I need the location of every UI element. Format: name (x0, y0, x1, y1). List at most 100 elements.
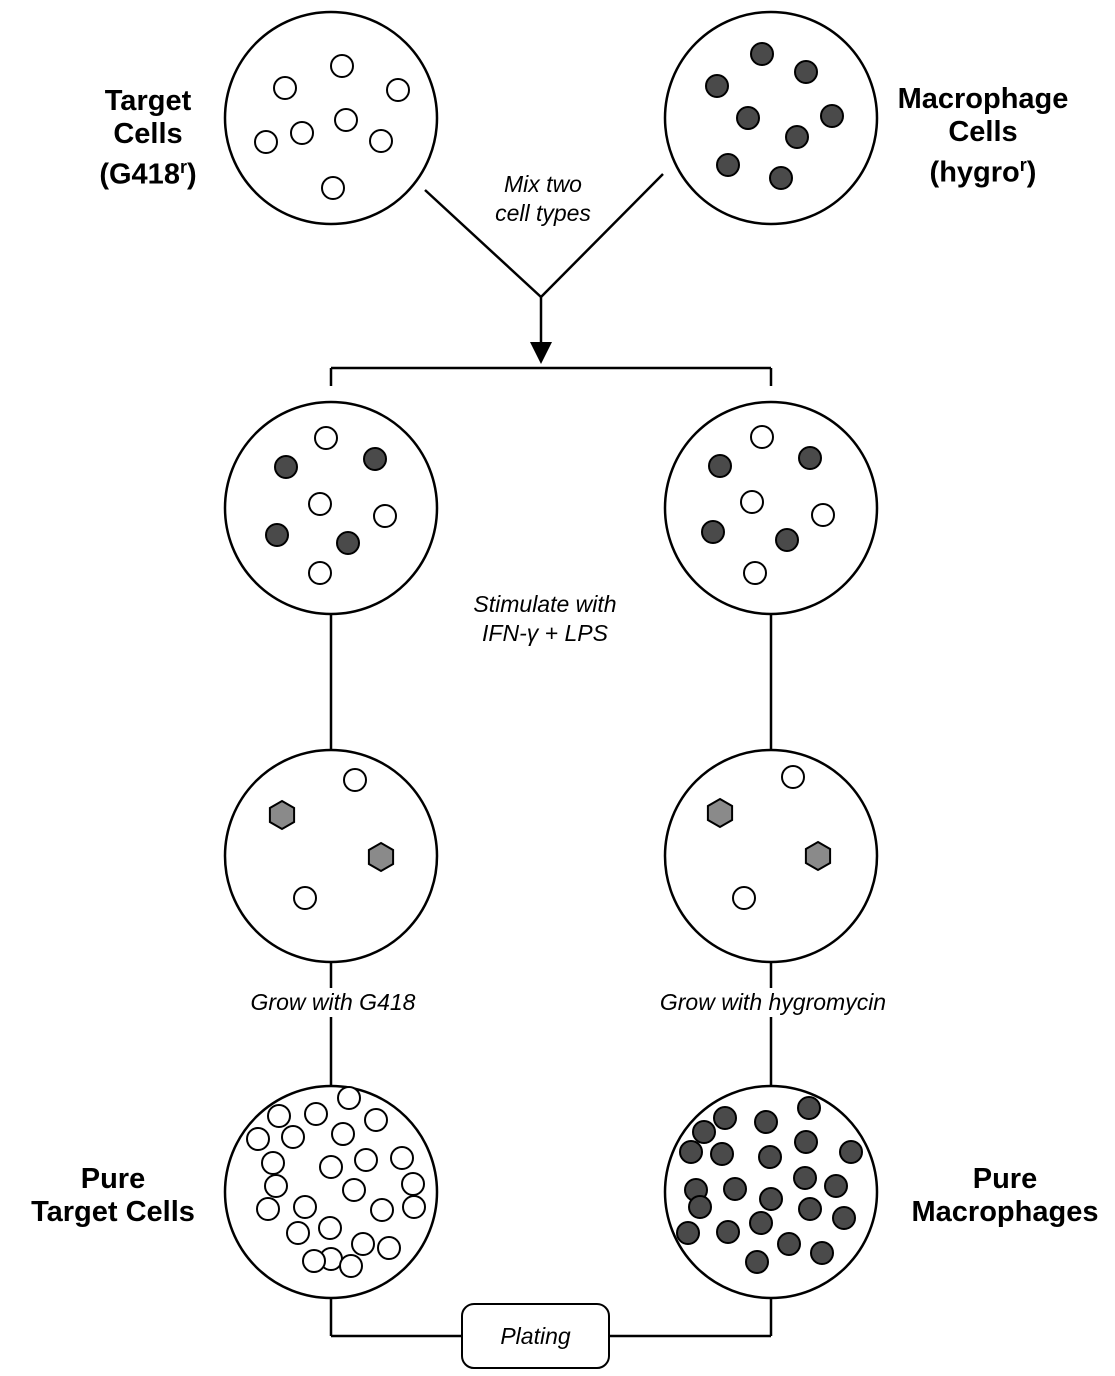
macrophage-cell-icon (677, 1222, 699, 1244)
grow-g418-caption: Grow with G418 (213, 988, 453, 1017)
target-cell-icon (303, 1250, 325, 1272)
target-cell-icon (287, 1222, 309, 1244)
macrophage-cell-icon (795, 61, 817, 83)
activated-macrophage-icon (369, 843, 393, 871)
macrophage-cell-icon (275, 456, 297, 478)
macrophage-cell-icon (751, 43, 773, 65)
grow-hygromycin-caption: Grow with hygromycin (623, 988, 923, 1017)
target-cell-icon (751, 426, 773, 448)
target-cell-icon (338, 1087, 360, 1109)
macrophage-cell-icon (795, 1131, 817, 1153)
target-cell-icon (741, 491, 763, 513)
macrophage-cell-icon (693, 1121, 715, 1143)
pure-target-cells-label: Pure Target Cells (8, 1163, 218, 1229)
target-cell-icon (294, 1196, 316, 1218)
target-cell-icon (402, 1173, 424, 1195)
activated-macrophage-icon (270, 801, 294, 829)
mix-caption: Mix two cell types (453, 170, 633, 228)
macrophage-cells-dish (665, 12, 877, 224)
target-cell-icon (355, 1149, 377, 1171)
target-cells-label: Target Cells (G418r) (68, 85, 228, 192)
target-cell-icon (247, 1128, 269, 1150)
macrophage-cell-icon (709, 455, 731, 477)
target-cell-icon (320, 1156, 342, 1178)
pure-macrophages-label: Pure Macrophages (896, 1163, 1114, 1229)
target-cell-icon (344, 769, 366, 791)
target-cell-icon (332, 1123, 354, 1145)
macrophage-cell-icon (702, 521, 724, 543)
activated-macrophage-icon (708, 799, 732, 827)
macrophage-cell-icon (794, 1167, 816, 1189)
activated-macrophage-icon (806, 842, 830, 870)
macrophage-cell-icon (840, 1141, 862, 1163)
macrophage-cell-icon (711, 1143, 733, 1165)
macrophage-cell-icon (778, 1233, 800, 1255)
target-cell-icon (378, 1237, 400, 1259)
target-cell-icon (305, 1103, 327, 1125)
target-cell-icon (309, 562, 331, 584)
macrophage-cell-icon (786, 126, 808, 148)
macrophage-cell-icon (364, 448, 386, 470)
macrophage-cell-icon (799, 1198, 821, 1220)
target-cell-icon (391, 1147, 413, 1169)
macrophage-cell-icon (825, 1175, 847, 1197)
arrowhead-icon (530, 342, 552, 364)
target-cell-icon (315, 427, 337, 449)
plating-label: Plating (500, 1322, 570, 1351)
macrophage-cell-icon (714, 1107, 736, 1129)
target-cell-icon (282, 1126, 304, 1148)
macrophage-cell-icon (717, 154, 739, 176)
macrophage-cell-icon (724, 1178, 746, 1200)
macrophage-cell-icon (798, 1097, 820, 1119)
macrophage-cell-icon (821, 105, 843, 127)
macrophage-cell-icon (833, 1207, 855, 1229)
target-cell-icon (309, 493, 331, 515)
stimulated-dish-right (665, 750, 877, 962)
macrophage-cell-icon (755, 1111, 777, 1133)
target-cell-icon (371, 1199, 393, 1221)
macrophage-cell-icon (759, 1146, 781, 1168)
target-cell-icon (782, 766, 804, 788)
target-cell-icon (812, 504, 834, 526)
target-cell-icon (262, 1152, 284, 1174)
target-cell-icon (374, 505, 396, 527)
target-cell-icon (294, 887, 316, 909)
macrophage-cell-icon (689, 1196, 711, 1218)
macrophage-cell-icon (770, 167, 792, 189)
target-cell-icon (370, 130, 392, 152)
macrophage-cell-icon (760, 1188, 782, 1210)
target-cell-icon (322, 177, 344, 199)
stimulated-dish-left (225, 750, 437, 962)
target-cell-icon (365, 1109, 387, 1131)
target-cell-icon (319, 1217, 341, 1239)
macrophage-cell-icon (680, 1141, 702, 1163)
target-cell-icon (274, 77, 296, 99)
target-cell-icon (733, 887, 755, 909)
macrophage-cells-label: Macrophage Cells (hygror) (877, 83, 1089, 190)
stimulate-caption: Stimulate with IFN-γ + LPS (430, 590, 660, 648)
target-cell-icon (744, 562, 766, 584)
target-cell-icon (291, 122, 313, 144)
macrophage-cell-icon (811, 1242, 833, 1264)
macrophage-cell-icon (266, 524, 288, 546)
target-cell-icon (340, 1255, 362, 1277)
macrophage-cell-icon (706, 75, 728, 97)
macrophage-cell-icon (750, 1212, 772, 1234)
plating-box: Plating (461, 1303, 610, 1369)
target-cell-icon (268, 1105, 290, 1127)
target-cell-icon (352, 1233, 374, 1255)
target-cell-icon (403, 1196, 425, 1218)
macrophage-cell-icon (737, 107, 759, 129)
macrophage-cell-icon (717, 1221, 739, 1243)
target-cell-icon (343, 1179, 365, 1201)
target-cell-icon (335, 109, 357, 131)
target-cell-icon (265, 1175, 287, 1197)
macrophage-cell-icon (776, 529, 798, 551)
target-cell-icon (331, 55, 353, 77)
target-cell-icon (387, 79, 409, 101)
target-cell-icon (257, 1198, 279, 1220)
macrophage-cell-icon (799, 447, 821, 469)
target-cell-icon (255, 131, 277, 153)
macrophage-cell-icon (746, 1251, 768, 1273)
macrophage-cell-icon (337, 532, 359, 554)
